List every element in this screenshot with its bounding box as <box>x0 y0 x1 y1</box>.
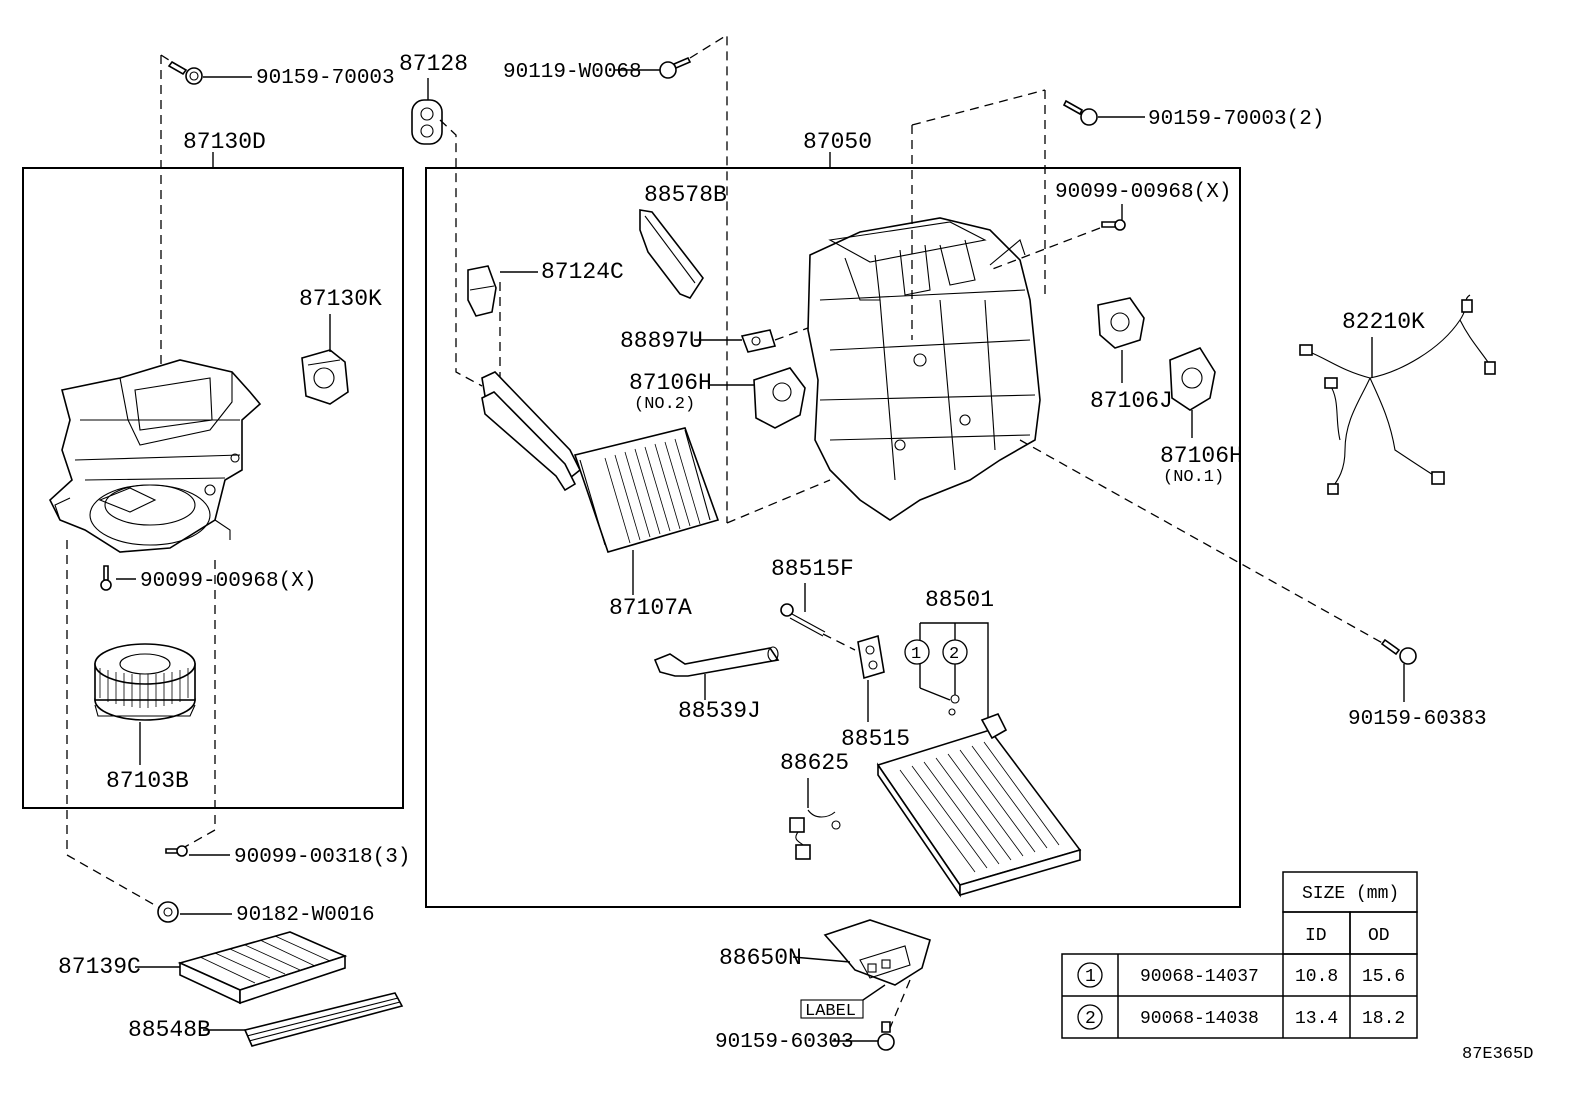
size-table-row-id: 10.8 <box>1295 967 1338 987</box>
part-label-90159-60303[interactable]: 90159-60303 <box>715 1031 854 1054</box>
label-tag-box <box>800 999 864 1019</box>
part-label-88650N[interactable]: 88650N <box>719 945 802 971</box>
part-label-90119-W0068[interactable]: 90119-W0068 <box>503 61 642 84</box>
servo-motor-87106H-no1-drawing <box>1169 347 1216 411</box>
screw-icon <box>659 56 692 79</box>
size-table-col-od: OD <box>1368 926 1390 946</box>
part-label-90159-60383[interactable]: 90159-60383 <box>1348 708 1487 731</box>
size-table-col-id: ID <box>1305 926 1327 946</box>
size-table-row-id: 13.4 <box>1295 1009 1338 1029</box>
servo-motor-87130K-drawing <box>301 349 349 405</box>
part-label-87106J[interactable]: 87106J <box>1090 388 1173 414</box>
bolt-icon <box>780 603 826 637</box>
screw-icon <box>1062 99 1098 126</box>
expansion-valve-drawing <box>857 634 885 680</box>
part-label-87128[interactable]: 87128 <box>399 51 468 77</box>
screw-icon <box>165 845 188 857</box>
part-label-82210K[interactable]: 82210K <box>1342 309 1425 335</box>
ac-amplifier-drawing <box>823 919 931 986</box>
part-label-88625[interactable]: 88625 <box>780 750 849 776</box>
seal-strip-drawing <box>243 992 404 1047</box>
thermistor-drawing <box>789 809 841 860</box>
part-label-90099-00968-left[interactable]: 90099-00968(X) <box>140 570 316 593</box>
nut-icon <box>157 901 179 923</box>
part-label-87106H-no2[interactable]: 87106H <box>629 370 712 396</box>
blower-housing-drawing <box>49 359 262 553</box>
size-table-row-mark: 1 <box>1085 967 1096 987</box>
size-table-row-part[interactable]: 90068-14037 <box>1140 967 1259 987</box>
screw-icon <box>1380 638 1417 665</box>
hvac-unit-group-box <box>425 167 1241 908</box>
part-label-90159-70003-2[interactable]: 90159-70003(2) <box>1148 108 1324 131</box>
part-label-87124C[interactable]: 87124C <box>541 259 624 285</box>
part-label-90159-70003[interactable]: 90159-70003 <box>256 67 395 90</box>
cabin-filter-drawing <box>177 931 348 1005</box>
svg-text:2: 2 <box>949 645 959 664</box>
seal-88578B-drawing <box>639 209 704 299</box>
part-label-88515F[interactable]: 88515F <box>771 556 854 582</box>
part-label-87139C[interactable]: 87139C <box>58 954 141 980</box>
servo-motor-87106H-no2-drawing <box>753 367 806 429</box>
part-label-88578B[interactable]: 88578B <box>644 182 727 208</box>
o-ring-marker-2: 2 <box>942 639 968 665</box>
servo-motor-87106J-drawing <box>1097 297 1145 349</box>
svg-text:1: 1 <box>911 645 921 664</box>
part-label-87050[interactable]: 87050 <box>803 129 872 155</box>
wire-harness-drawing <box>1299 294 1496 495</box>
diagram-code: 87E365D <box>1462 1045 1533 1064</box>
part-label-87106H-no1[interactable]: 87106H <box>1160 443 1243 469</box>
grommet-87128-drawing <box>411 99 443 145</box>
part-label-87107A[interactable]: 87107A <box>609 595 692 621</box>
size-table: SIZE (mm) ID OD 1 90068-14037 10.8 15.6 … <box>1061 871 1418 1039</box>
part-label-87106H-no1-sub: (NO.1) <box>1163 468 1224 487</box>
size-table-row-od: 18.2 <box>1362 1009 1405 1029</box>
part-label-88548B[interactable]: 88548B <box>128 1017 211 1043</box>
screw-icon <box>167 60 203 85</box>
part-label-88539J[interactable]: 88539J <box>678 698 761 724</box>
part-label-87103B[interactable]: 87103B <box>106 768 189 794</box>
size-table-row-mark: 2 <box>1085 1009 1096 1029</box>
screw-icon <box>1101 219 1126 231</box>
sensor-88897U-drawing <box>740 329 777 353</box>
o-ring-marker-1: 1 <box>904 639 930 665</box>
screw-icon <box>100 565 112 591</box>
screw-icon <box>877 1021 895 1051</box>
blower-motor-drawing <box>94 643 196 721</box>
pipe-88539J-drawing <box>653 646 780 677</box>
part-label-88897U[interactable]: 88897U <box>620 328 703 354</box>
part-label-87130D[interactable]: 87130D <box>183 129 266 155</box>
size-table-header: SIZE (mm) <box>1302 884 1399 904</box>
hvac-case-drawing <box>807 217 1041 521</box>
size-table-row-part[interactable]: 90068-14038 <box>1140 1009 1259 1029</box>
clamp-87124C-drawing <box>467 265 497 317</box>
part-label-88515[interactable]: 88515 <box>841 726 910 752</box>
size-table-row-od: 15.6 <box>1362 967 1405 987</box>
heater-core-drawing <box>481 371 720 553</box>
part-label-88501[interactable]: 88501 <box>925 587 994 613</box>
evaporator-drawing <box>876 712 1082 898</box>
part-label-label[interactable]: LABEL <box>805 1002 856 1021</box>
part-label-90099-00318[interactable]: 90099-00318(3) <box>234 846 410 869</box>
part-label-90099-00968-right[interactable]: 90099-00968(X) <box>1055 181 1231 204</box>
part-label-87130K[interactable]: 87130K <box>299 286 382 312</box>
part-label-87106H-no2-sub: (NO.2) <box>634 395 695 414</box>
part-label-90182-W0016[interactable]: 90182-W0016 <box>236 904 375 927</box>
